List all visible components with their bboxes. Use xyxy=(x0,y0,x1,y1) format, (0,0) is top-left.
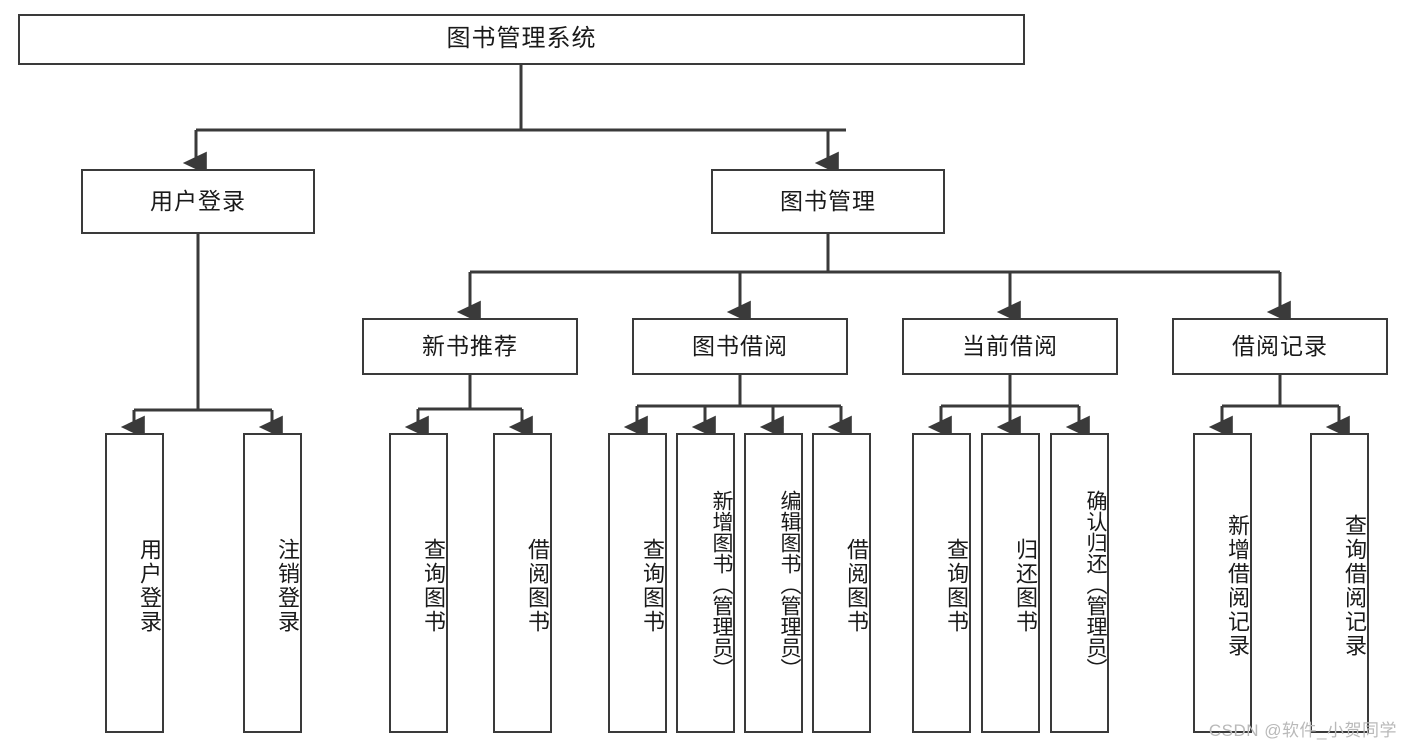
leaf-return-book[interactable]: 归还图书 xyxy=(981,433,1040,733)
leaf-confirm-return-admin[interactable]: 确认归还（管理员） xyxy=(1050,433,1109,733)
node-label: 借阅记录 xyxy=(1232,332,1328,359)
node-label: 确认归还（管理员） xyxy=(1084,489,1107,679)
node-label: 新书推荐 xyxy=(422,332,518,359)
node-label: 当前借阅 xyxy=(962,332,1058,359)
node-user-login[interactable]: 用户登录 xyxy=(81,169,315,234)
node-root-system[interactable]: 图书管理系统 xyxy=(18,14,1025,65)
leaf-query-book-recommend[interactable]: 查询图书 xyxy=(389,433,448,733)
leaf-query-borrow-record[interactable]: 查询借阅记录 xyxy=(1310,433,1369,733)
leaf-edit-book-admin[interactable]: 编辑图书（管理员） xyxy=(744,433,803,733)
node-label: 借阅图书 xyxy=(525,538,550,634)
node-label: 用户登录 xyxy=(137,538,162,634)
leaf-borrow-book-recommend[interactable]: 借阅图书 xyxy=(493,433,552,733)
node-label: 新增图书（管理员） xyxy=(710,489,733,679)
node-current-borrow[interactable]: 当前借阅 xyxy=(902,318,1118,375)
node-label: 图书管理 xyxy=(780,187,876,214)
leaf-query-book-borrow[interactable]: 查询图书 xyxy=(608,433,667,733)
node-label: 新增借阅记录 xyxy=(1225,514,1250,658)
node-book-management[interactable]: 图书管理 xyxy=(711,169,945,234)
node-label: 借阅图书 xyxy=(844,538,869,634)
node-label: 用户登录 xyxy=(150,187,246,214)
leaf-user-login[interactable]: 用户登录 xyxy=(105,433,164,733)
node-label: 图书借阅 xyxy=(692,332,788,359)
leaf-add-book-admin[interactable]: 新增图书（管理员） xyxy=(676,433,735,733)
node-label: 图书管理系统 xyxy=(446,25,597,53)
node-label: 查询图书 xyxy=(421,538,446,634)
node-new-book-recommend[interactable]: 新书推荐 xyxy=(362,318,578,375)
node-label: 归还图书 xyxy=(1013,538,1038,634)
leaf-query-book-current[interactable]: 查询图书 xyxy=(912,433,971,733)
node-label: 注销登录 xyxy=(275,538,300,634)
node-label: 查询图书 xyxy=(944,538,969,634)
node-label: 编辑图书（管理员） xyxy=(778,489,801,679)
node-label: 查询借阅记录 xyxy=(1342,514,1367,658)
node-borrow-record[interactable]: 借阅记录 xyxy=(1172,318,1388,375)
leaf-borrow-book[interactable]: 借阅图书 xyxy=(812,433,871,733)
leaf-add-borrow-record[interactable]: 新增借阅记录 xyxy=(1193,433,1252,733)
leaf-logout[interactable]: 注销登录 xyxy=(243,433,302,733)
node-book-borrow[interactable]: 图书借阅 xyxy=(632,318,848,375)
node-label: 查询图书 xyxy=(640,538,665,634)
csdn-watermark: CSDN @软件_小贺同学 xyxy=(1208,721,1397,740)
